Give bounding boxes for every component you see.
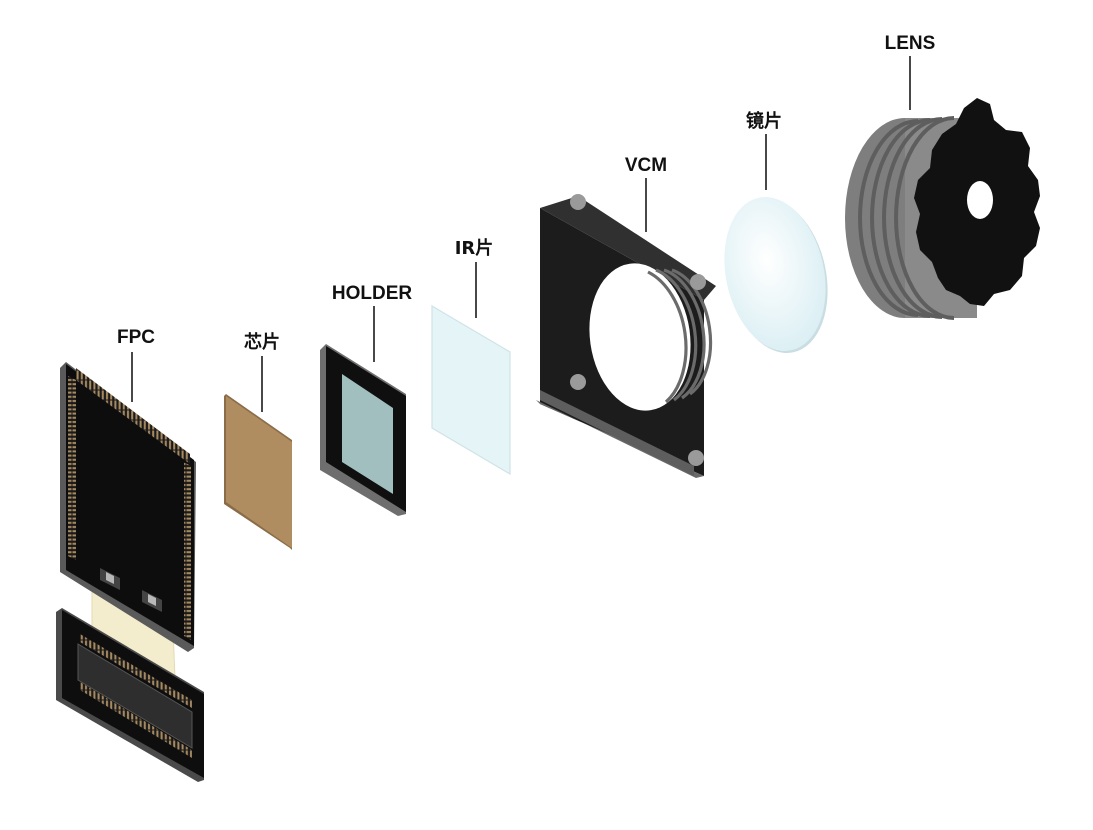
lens-glass-label: 镜片: [746, 110, 782, 132]
vcm: [536, 194, 716, 478]
ir-label: IR片: [455, 237, 494, 259]
holder-label: HOLDER: [332, 283, 413, 304]
fpc-connector-slot: [77, 643, 193, 749]
vcm-corner-bolt: [570, 374, 586, 390]
vcm-label: VCM: [625, 155, 667, 176]
lens-barrel: [845, 98, 1040, 320]
lens-glass-face: [724, 197, 826, 351]
lens-label: LENS: [885, 33, 936, 54]
ir-filter: [431, 304, 511, 476]
fpc-connector-pins-top: [80, 634, 192, 708]
fpc-pins-right: [184, 462, 191, 640]
fpc-pins-left: [68, 376, 76, 560]
fpc-pins-top: [76, 368, 190, 464]
vcm-corner-bolt: [690, 274, 706, 290]
fpc-label: FPC: [117, 327, 155, 348]
vcm-bottom-depth: [540, 390, 694, 476]
fpc-connector-pins-bottom: [80, 682, 192, 758]
fpc-pads: [100, 568, 162, 612]
fpc-board-face: [66, 364, 194, 646]
chip-face: [226, 396, 292, 548]
fpc-board: [56, 362, 204, 782]
chip-label: 芯片: [244, 331, 280, 353]
vcm-corner-bolt: [688, 450, 704, 466]
vcm-bore: [589, 263, 691, 411]
lens-glass-element: [724, 197, 828, 353]
vcm-corner-bolt: [570, 194, 586, 210]
holder-window: [342, 374, 393, 494]
lens-aperture: [967, 181, 993, 219]
vcm-bore-threads: [647, 268, 713, 404]
holder: [320, 344, 406, 516]
ir-filter-glass: [431, 304, 511, 476]
lens-barrel-threads: [858, 116, 955, 320]
chip-sensor: [224, 394, 292, 550]
